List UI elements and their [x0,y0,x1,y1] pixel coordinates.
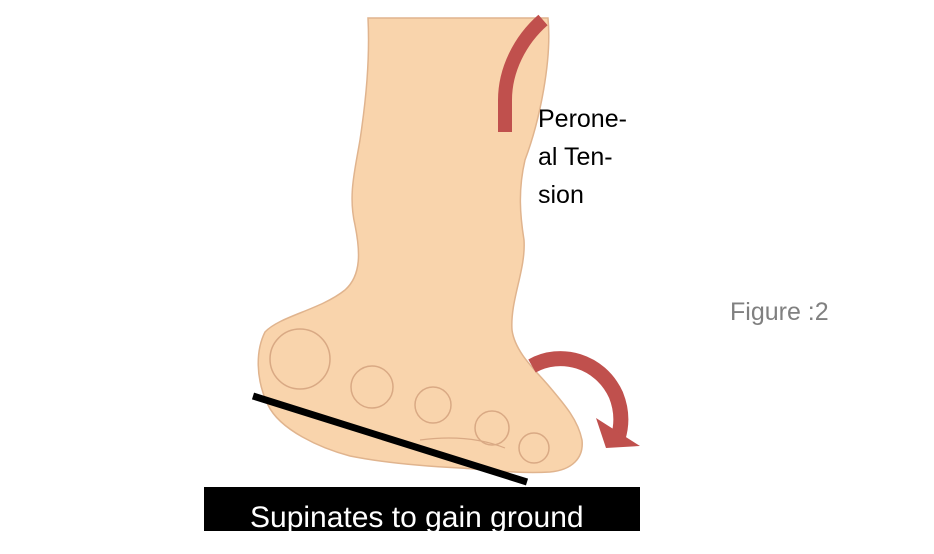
ground-line [251,392,529,486]
caption-bar: Supinates to gain ground [204,487,640,531]
peroneal-tension-arrow [498,14,548,132]
toe-circles [269,328,550,464]
caption-text: Supinates to gain ground [250,501,584,531]
supination-rotation-arrow [528,351,640,448]
foot-illustration [257,17,583,474]
peroneal-tension-label: Perone- al Ten- sion [538,105,627,209]
arch-line [419,437,506,449]
figure-label: Figure :2 [730,298,829,326]
